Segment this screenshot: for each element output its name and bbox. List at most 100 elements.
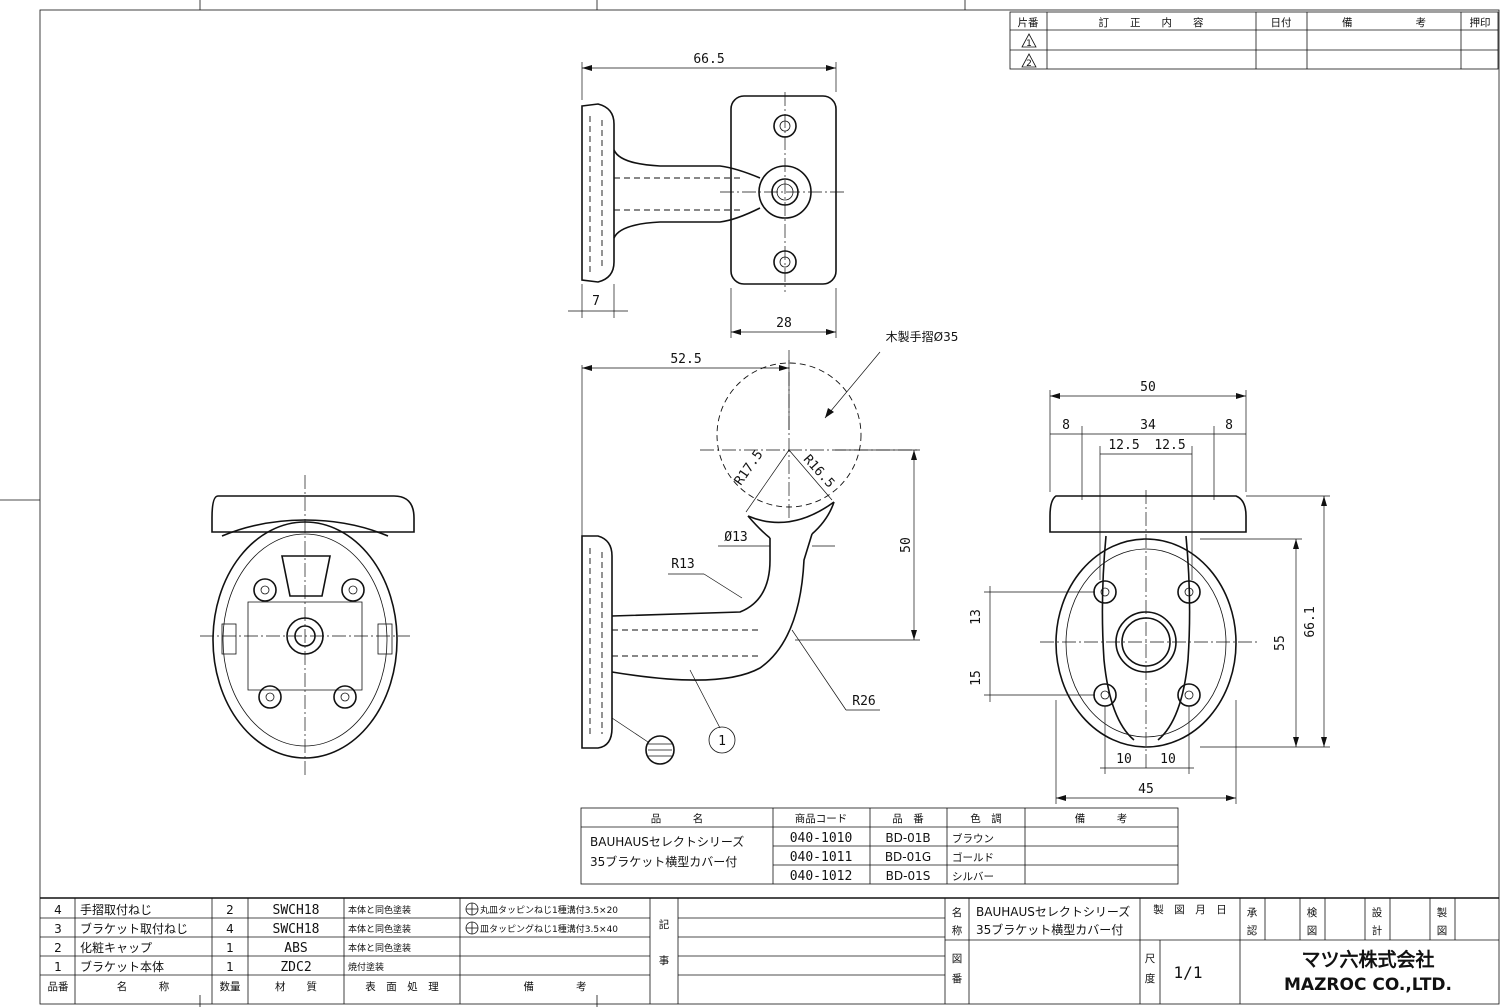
part-note-4: 丸皿タッピンねじ1種溝付3.5×20 [480, 904, 618, 916]
dim-r16-5: R16.5 [800, 452, 837, 491]
part-name-1: ブラケット本体 [80, 959, 164, 974]
dim-52-5: 52.5 [670, 352, 701, 367]
dim-r26: R26 [852, 694, 875, 709]
balloon-1-label: 1 [718, 734, 726, 749]
scale-label-2: 度 [1145, 972, 1156, 985]
pt-code-0: 040-1010 [790, 831, 853, 846]
part-name-3: ブラケット取付ねじ [80, 921, 188, 936]
zuban-1: 図 [952, 953, 963, 965]
pt-part-0: BD-01B [885, 831, 930, 845]
product-table: 品 名 商品コード 品 番 色 調 備 考 BAUHAUSセレクトシリーズ 35… [580, 807, 1179, 885]
pt-header-part: 品 番 [892, 813, 924, 825]
part-material-2: ABS [284, 941, 307, 956]
kiji-label: 記 [659, 918, 670, 931]
part-name-4: 手摺取付ねじ [80, 902, 152, 917]
dim-13: 13 [969, 609, 984, 625]
part-material-4: SWCH18 [273, 903, 320, 918]
part-qty-4: 2 [226, 903, 234, 917]
pt-header-note: 備 考 [1075, 812, 1128, 825]
part-finish-1: 焼付塗装 [348, 961, 384, 973]
callout-wood-rail: 木製手摺Ø35 [886, 329, 959, 344]
part-qty-1: 1 [226, 960, 234, 974]
draw-label-1: 製 [1437, 906, 1448, 919]
part-no-4: 4 [54, 903, 62, 917]
title-date-label: 製 図 月 日 [1153, 903, 1227, 916]
pl-header-name: 名 称 [117, 980, 170, 993]
rev-row-2: 2 [1026, 59, 1032, 69]
dim-15: 15 [969, 670, 984, 686]
pl-header-note: 備 考 [524, 980, 587, 993]
dim-28: 28 [776, 316, 792, 331]
rev-row-1: 1 [1026, 39, 1032, 49]
dim-50-right: 50 [1140, 380, 1156, 395]
part-no-1: 1 [54, 960, 62, 974]
pt-code-1: 040-1011 [790, 850, 853, 865]
dim-r13: R13 [671, 557, 694, 572]
dim-12-5-left: 12.5 [1108, 438, 1139, 453]
pt-color-1: ゴールド [952, 851, 994, 864]
design-label-2: 計 [1372, 924, 1383, 937]
top-view: 66.5 7 28 [568, 52, 845, 338]
dim-r17-5: R17.5 [732, 448, 767, 489]
title-name-line1: BAUHAUSセレクトシリーズ [976, 904, 1130, 919]
side-view: 52.5 50 Ø13 R13 R26 R17.5 R16.5 木製手摺Ø35 … [581, 329, 959, 765]
part-finish-4: 本体と同色塗装 [348, 904, 411, 916]
company-jp: マツ六株式会社 [1301, 948, 1434, 971]
rev-header-date: 日付 [1271, 16, 1292, 29]
scale-label-1: 尺 [1145, 953, 1156, 965]
draw-label-2: 図 [1437, 925, 1448, 937]
check-label-2: 図 [1307, 925, 1318, 937]
part-qty-3: 4 [226, 922, 234, 936]
pl-header-finish: 表 面 処 理 [365, 980, 439, 993]
rev-header-no: 片番 [1018, 16, 1040, 29]
part-no-3: 3 [54, 922, 62, 936]
check-label-1: 検 [1307, 906, 1318, 919]
dim-50-side: 50 [899, 537, 914, 553]
title-mei: 名 [952, 906, 963, 919]
scale-value: 1/1 [1174, 963, 1203, 982]
dim-55: 55 [1273, 635, 1288, 651]
rev-header-note: 備 考 [1342, 16, 1426, 29]
part-note-3: 皿タッピングねじ1種溝付3.5×40 [480, 923, 618, 935]
dim-34: 34 [1140, 418, 1156, 433]
dim-8-left: 8 [1062, 418, 1070, 433]
rev-header-stamp: 押印 [1470, 16, 1491, 29]
pt-header-code: 商品コード [795, 812, 848, 825]
left-view [200, 475, 415, 775]
title-block: 名 称 BAUHAUSセレクトシリーズ 35ブラケット横型カバー付 製 図 月 … [944, 898, 1499, 1004]
pt-part-1: BD-01G [885, 850, 931, 864]
dim-66-5: 66.5 [693, 52, 724, 67]
pl-header-material: 材 質 [275, 980, 317, 993]
balloon-1 [708, 726, 736, 754]
part-finish-3: 本体と同色塗装 [348, 923, 411, 935]
part-material-1: ZDC2 [280, 960, 311, 975]
pt-color-0: ブラウン [952, 832, 994, 845]
title-sho: 称 [952, 924, 963, 937]
zuban-2: 番 [952, 973, 963, 985]
part-no-2: 2 [54, 941, 62, 955]
dim-7: 7 [592, 294, 600, 309]
screw-icon [645, 735, 675, 765]
parts-list: 記 事 4 手摺取付ねじ 2 SWCH18 本体と同色塗装 丸皿タッピンねじ1種… [40, 897, 1499, 1004]
part-name-2: 化粧キャップ [80, 941, 152, 955]
dim-10-right: 10 [1160, 752, 1176, 767]
revision-triangle-icon [1021, 53, 1037, 68]
dim-8-right: 8 [1225, 418, 1233, 433]
pt-name-line2: 35ブラケット横型カバー付 [590, 854, 737, 869]
approve-label-1: 承 [1247, 907, 1258, 919]
revision-triangle-icon [1021, 33, 1037, 48]
dim-45: 45 [1138, 782, 1154, 797]
design-label-1: 設 [1372, 906, 1383, 919]
pt-code-2: 040-1012 [790, 869, 853, 884]
part-finish-2: 本体と同色塗装 [348, 942, 411, 954]
dim-66-1: 66.1 [1303, 606, 1318, 637]
dim-dia13: Ø13 [724, 530, 747, 545]
dim-10-left: 10 [1116, 752, 1132, 767]
part-material-3: SWCH18 [273, 922, 320, 937]
right-view: 50 8 34 8 12.5 12.5 13 15 55 66.1 10 10 [969, 380, 1330, 804]
approve-label-2: 認 [1247, 924, 1258, 937]
koto-label: 事 [659, 954, 670, 967]
revision-table: 片番 訂 正 内 容 日付 備 考 押印 1 2 [1009, 11, 1499, 70]
